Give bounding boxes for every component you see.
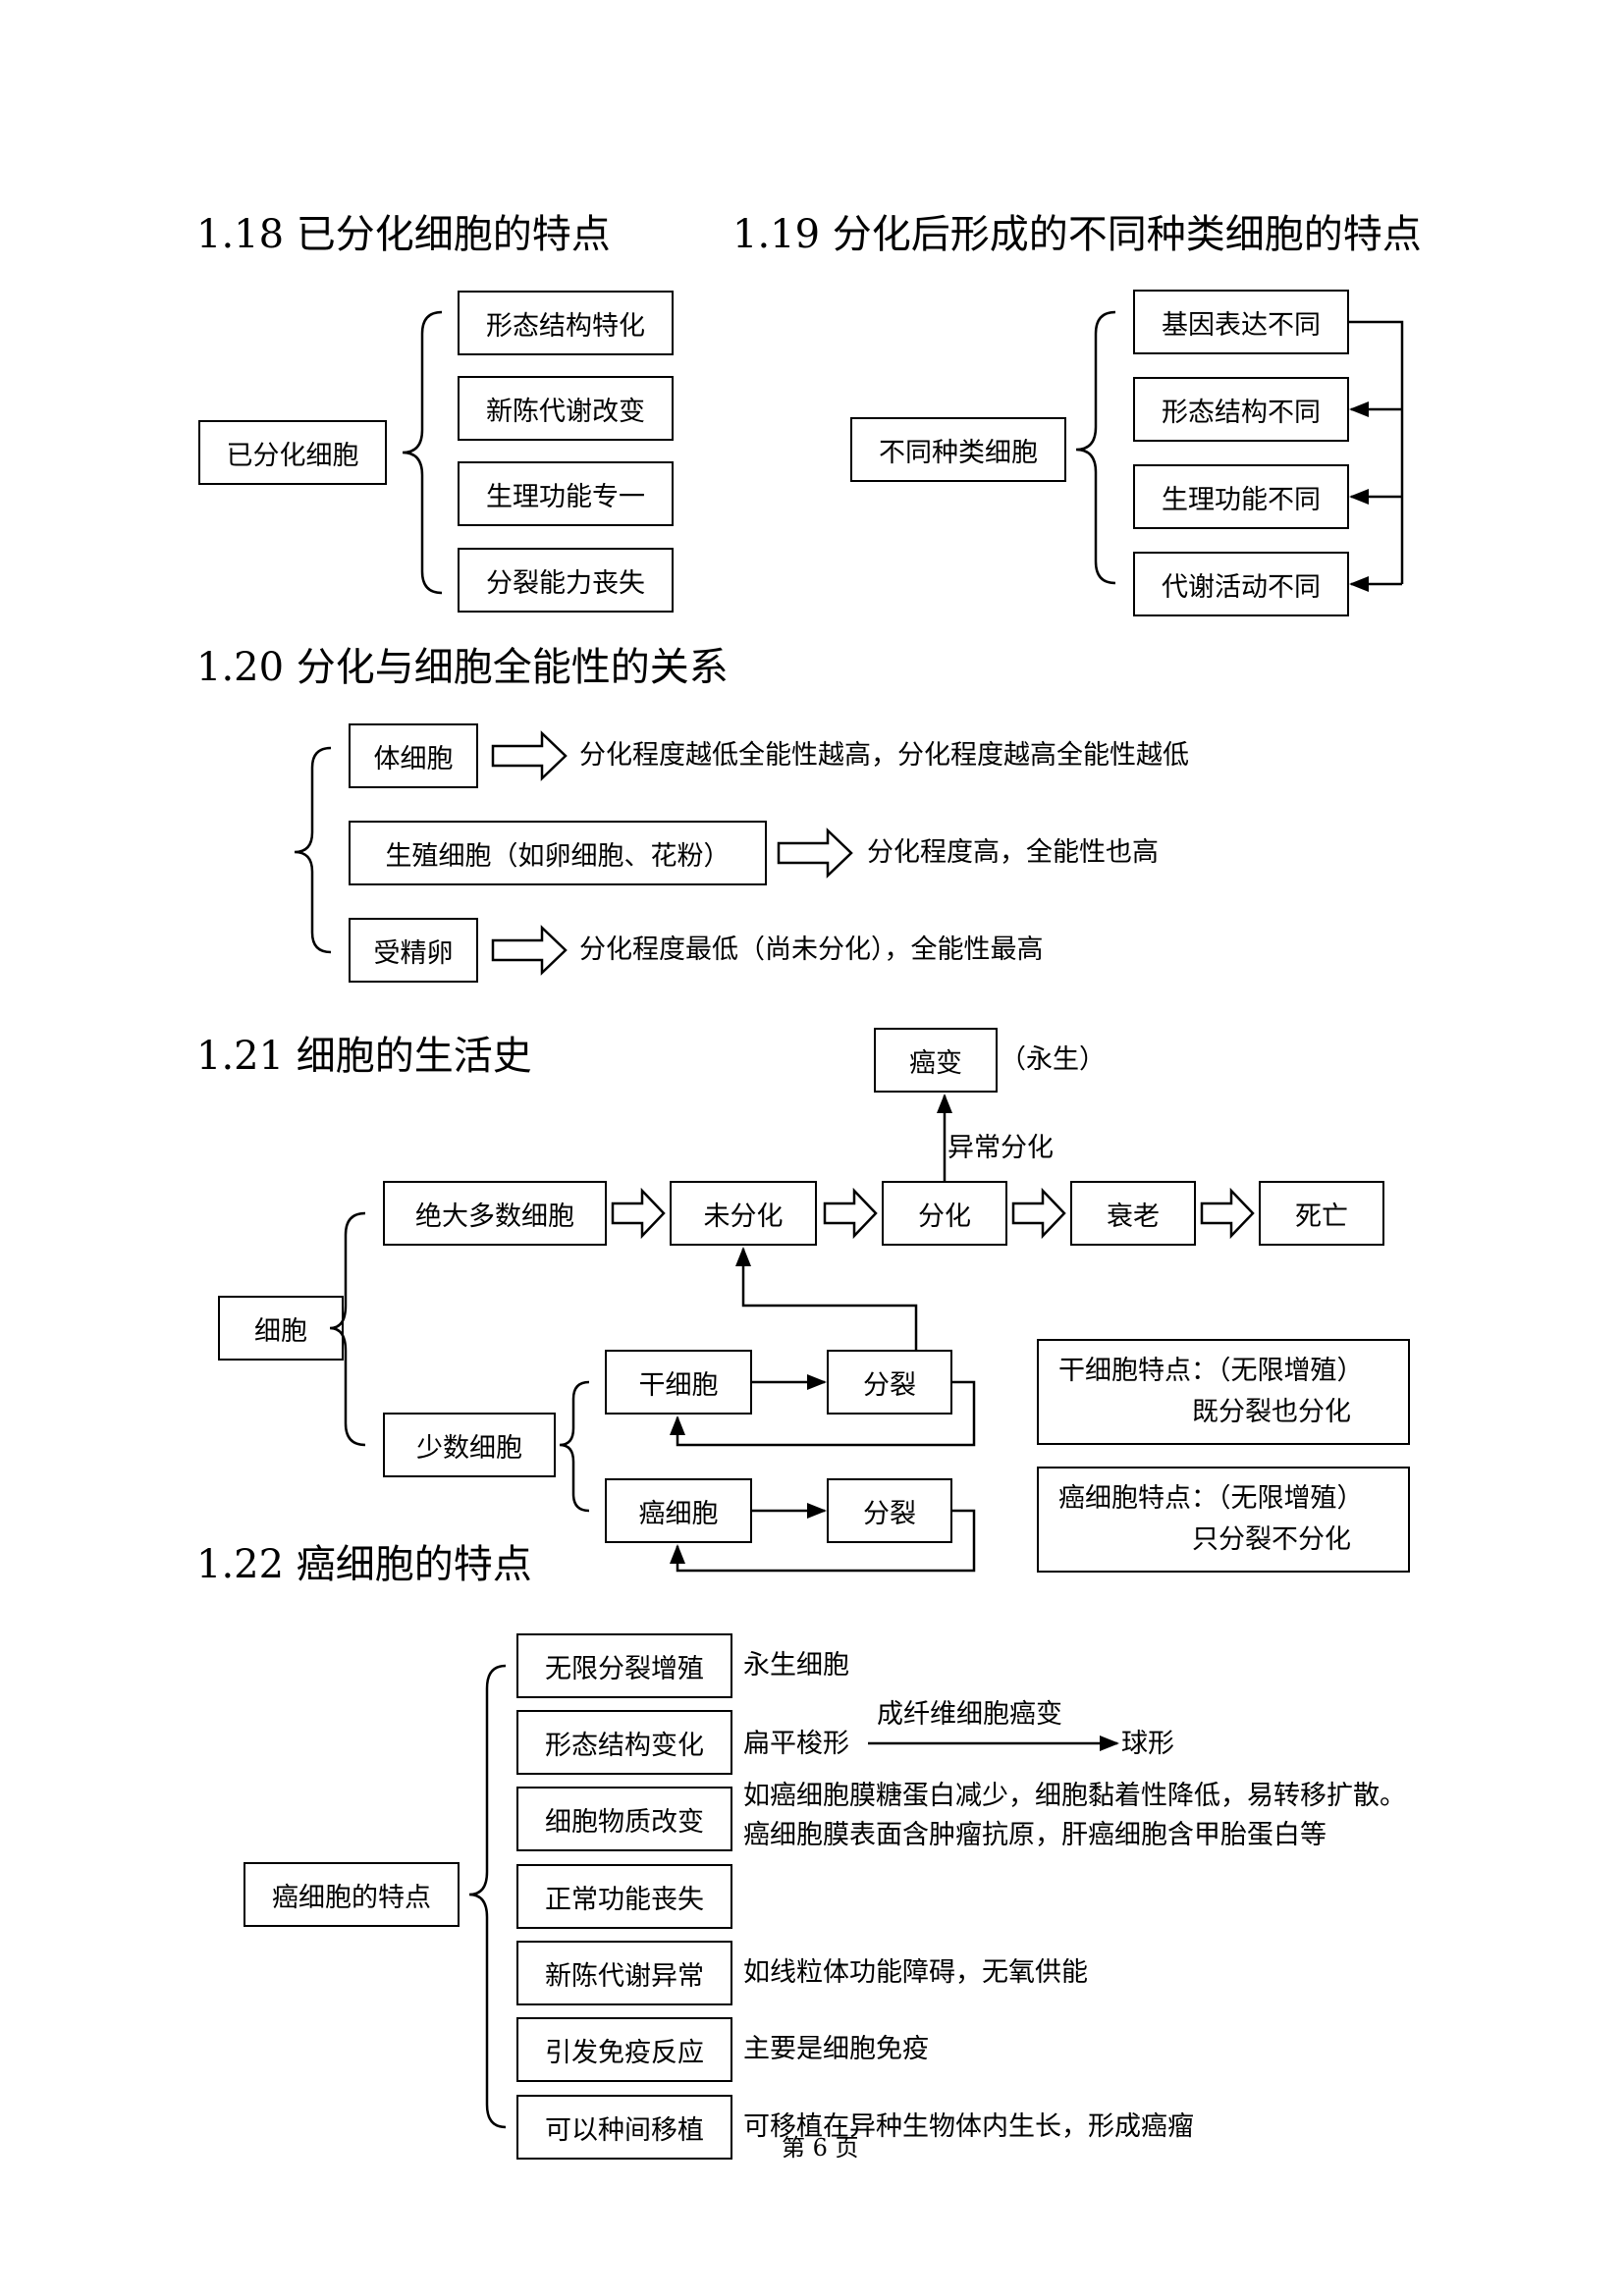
hollow-arrow-chain-2 [823,1187,878,1240]
stem-cell-note: 干细胞特点：（无限增殖） 既分裂也分化 [1037,1339,1410,1445]
cancer-trait-box: 细胞物质改变 [516,1787,732,1851]
cancerization-box: 癌变 [874,1028,998,1093]
loop-cancer-divide-back [670,1509,976,1573]
cancer-trait-box: 形态结构变化 [516,1710,732,1775]
death-box: 死亡 [1259,1181,1384,1246]
minority-cells-box: 少数细胞 [383,1413,556,1477]
heading-1-19: 1.19 分化后形成的不同种类细胞的特点 [732,212,1422,257]
stem-note-line: 干细胞特点：（无限增殖） [1058,1356,1364,1386]
cancer-trait-desc: 主要是细胞免疫 [743,2034,929,2064]
trait-box: 形态结构特化 [458,291,674,355]
cancer-traits-root-box: 癌细胞的特点 [244,1862,460,1927]
cancer-trait-desc: 如线粒体功能障碍，无氧供能 [743,1957,1088,1988]
cancer-cell-note: 癌细胞特点：（无限增殖） 只分裂不分化 [1037,1467,1410,1573]
row-box-somatic-cell: 体细胞 [349,723,478,788]
aging-box: 衰老 [1070,1181,1196,1246]
cancer-note-line: 只分裂不分化 [1192,1524,1351,1555]
brace-1-22 [468,1664,507,2129]
cancer-cell-box: 癌细胞 [605,1478,752,1543]
feature-box: 代谢活动不同 [1133,552,1349,616]
hollow-arrow-chain-3 [1011,1187,1066,1240]
trait-box: 生理功能专一 [458,461,674,526]
hollow-arrow-germ [777,828,853,879]
arrow-target-sphere: 球形 [1121,1729,1174,1759]
cell-root-box: 细胞 [218,1296,344,1361]
cancer-trait-box: 正常功能丧失 [516,1864,732,1929]
cancer-trait-box: 新陈代谢异常 [516,1941,732,2005]
cancer-trait-box: 无限分裂增殖 [516,1633,732,1698]
loop-stem-divide-back [670,1380,976,1447]
stem-note-line: 既分裂也分化 [1192,1397,1351,1427]
row-text: 分化程度越低全能性越高，分化程度越高全能性越低 [579,740,1189,771]
stem-cell-box: 干细胞 [605,1350,752,1415]
brace-1-19 [1075,310,1116,585]
hollow-arrow-chain-4 [1200,1187,1255,1240]
arrow-label-fibroblast: 成纤维细胞癌变 [877,1699,1062,1730]
cancer-note-line: 癌细胞特点：（无限增殖） [1058,1483,1364,1514]
hollow-arrow-somatic [491,730,568,781]
row-text: 分化程度高，全能性也高 [867,837,1159,868]
stem-divide-box: 分裂 [827,1350,952,1415]
heading-1-22: 1.22 癌细胞的特点 [196,1542,532,1587]
abnormal-differentiation-label: 异常分化 [947,1133,1054,1163]
feature-box: 生理功能不同 [1133,464,1349,529]
undifferentiated-box: 未分化 [670,1181,817,1246]
brace-1-18 [402,310,443,595]
trait-box: 分裂能力丧失 [458,548,674,613]
root-box-cell-types: 不同种类细胞 [850,417,1066,482]
heading-1-21: 1.21 细胞的生活史 [196,1034,532,1079]
row-box-zygote: 受精卵 [349,918,478,983]
brace-1-20 [294,746,332,954]
immortal-label: （永生） [1000,1044,1106,1075]
feature-box: 基因表达不同 [1133,290,1349,354]
brace-minority [559,1380,590,1513]
hollow-arrow-zygote [491,925,568,976]
hollow-arrow-chain-1 [611,1187,666,1240]
cancer-trait-box: 可以种间移植 [516,2095,732,2160]
trait-box: 新陈代谢改变 [458,376,674,441]
heading-1-20: 1.20 分化与细胞全能性的关系 [196,645,729,690]
cancer-divide-box: 分裂 [827,1478,952,1543]
cancer-trait-desc: 扁平梭形 [743,1729,849,1759]
page-footer: 第 6 页 [782,2134,859,2162]
loop-divide-to-undifferentiated [735,1247,918,1350]
cancer-trait-desc: 如癌细胞膜糖蛋白减少，细胞黏着性降低，易转移扩散。 [743,1781,1406,1811]
differentiated-box: 分化 [882,1181,1007,1246]
row-text: 分化程度最低（尚未分化），全能性最高 [579,934,1044,965]
root-box-differentiated-cell: 已分化细胞 [198,420,387,485]
cancer-trait-desc: 可移植在异种生物体内生长，形成癌瘤 [743,2111,1194,2142]
cancer-trait-box: 引发免疫反应 [516,2017,732,2082]
cancer-trait-desc: 永生细胞 [743,1650,849,1681]
heading-1-18: 1.18 已分化细胞的特点 [196,212,611,257]
feature-box: 形态结构不同 [1133,377,1349,442]
brace-cell [329,1211,366,1447]
gene-expression-connector [1349,320,1404,584]
cancer-trait-desc: 癌细胞膜表面含肿瘤抗原，肝癌细胞含甲胎蛋白等 [743,1820,1326,1850]
majority-cells-box: 绝大多数细胞 [383,1181,607,1246]
row-box-germ-cell: 生殖细胞（如卵细胞、花粉） [349,821,767,885]
